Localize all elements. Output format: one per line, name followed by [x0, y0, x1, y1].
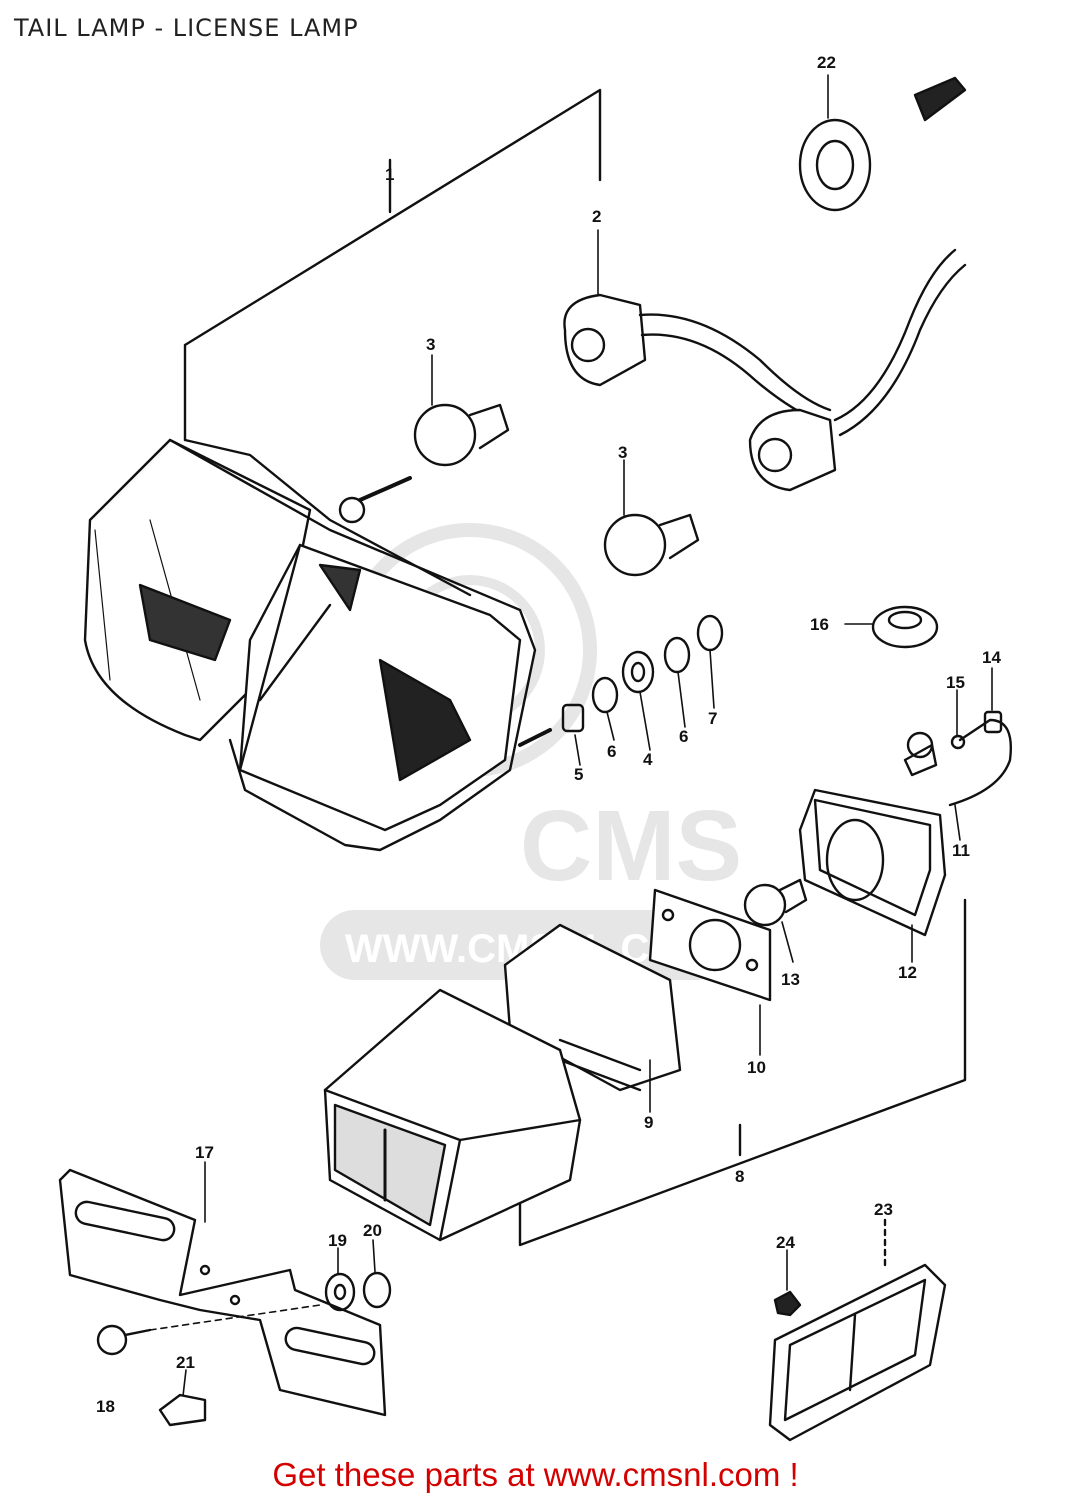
callout-11: 11: [952, 841, 970, 860]
tail-lamp-assembly: [83, 438, 552, 852]
page-title: TAIL LAMP - LICENSE LAMP: [14, 14, 359, 42]
callout-10: 10: [747, 1058, 766, 1077]
cushion-4: [621, 650, 655, 694]
washer-6a: [591, 676, 619, 714]
nut-24: [773, 1290, 802, 1317]
callout-22: 22: [817, 53, 836, 72]
washer-6b: [663, 636, 691, 674]
callout-8: 8: [735, 1167, 744, 1186]
callout-7: 7: [708, 709, 717, 728]
callout-17: 17: [195, 1143, 214, 1162]
grommet-22: [798, 118, 872, 212]
callout-15: 15: [946, 673, 965, 692]
watermark-logo-text: CMS: [520, 790, 742, 902]
callout-12: 12: [898, 963, 917, 982]
bracket-1: [183, 88, 602, 442]
clip-21: [158, 1393, 207, 1427]
license-lamp-housing-12: [798, 710, 1012, 937]
callout-18: 18: [96, 1397, 115, 1416]
bracket-17: [58, 1168, 387, 1417]
callout-6a: 6: [607, 742, 616, 761]
nut-7: [696, 614, 724, 652]
callout-19: 19: [328, 1231, 347, 1250]
callout-2: 2: [592, 207, 601, 226]
callout-1: 1: [385, 165, 394, 184]
callout-9: 9: [644, 1113, 653, 1132]
callout-24: 24: [776, 1233, 795, 1252]
callout-4: 4: [643, 750, 653, 769]
callout-14: 14: [982, 648, 1001, 667]
callout-3a: 3: [426, 335, 435, 354]
gasket-10: [648, 888, 772, 1002]
callout-3b: 3: [618, 443, 627, 462]
bulb-13: [743, 883, 787, 927]
cta-banner: Get these parts at www.cmsnl.com !: [0, 1456, 1071, 1494]
callout-23: 23: [874, 1200, 893, 1219]
callout-13: 13: [781, 970, 800, 989]
callout-5: 5: [574, 765, 583, 784]
callout-6b: 6: [679, 727, 688, 746]
socket-harness: [563, 248, 967, 492]
callout-21: 21: [176, 1353, 195, 1372]
bulb-3b: [603, 513, 700, 577]
callout-16: 16: [810, 615, 829, 634]
callout-20: 20: [363, 1221, 382, 1240]
bulb-3a: [413, 403, 510, 467]
cta-link[interactable]: Get these parts at www.cmsnl.com !: [272, 1456, 799, 1493]
nut-5: [561, 703, 585, 733]
bracket-8: [518, 898, 967, 1247]
washer-19: [324, 1272, 356, 1312]
license-lamp-case-8: [323, 988, 582, 1242]
nut-20: [362, 1271, 392, 1309]
reflector-23: [768, 1263, 947, 1442]
bolt-18: [96, 1324, 128, 1356]
